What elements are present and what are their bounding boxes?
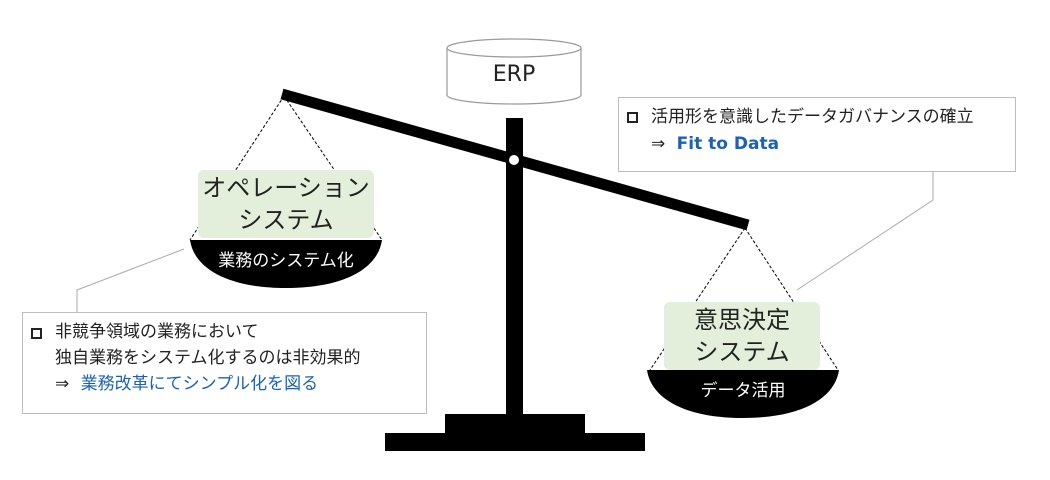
left-callout-arrow: ⇒: [55, 374, 70, 394]
decision-system-box: 意思決定 システム: [664, 302, 820, 370]
right-callout-arrow: ⇒: [651, 134, 666, 154]
right-callout: 活用形を意識したデータガバナンスの確立 ⇒ Fit to Data: [618, 97, 1016, 172]
left-pan-label: 業務のシステム化: [218, 251, 354, 271]
right-callout-line-1: 活用形を意識したデータガバナンスの確立: [651, 107, 974, 127]
erp-label: ERP: [492, 62, 536, 87]
left-callout: 非競争領域の業務において 独自業務をシステム化するのは非効果的 ⇒ 業務改革にて…: [22, 312, 427, 414]
scale-base: [385, 433, 645, 451]
scale-base-step: [445, 414, 585, 434]
left-callout-bullet-icon: [31, 328, 42, 339]
decision-system-line-2: システム: [694, 338, 790, 366]
right-callout-line-2: ⇒ Fit to Data: [651, 131, 779, 157]
operation-system-box: オペレーション システム: [198, 170, 374, 238]
right-callout-bullet-icon: [627, 112, 638, 123]
left-pan: [190, 240, 382, 288]
left-callout-emphasis: 業務改革にてシンプル化を図る: [80, 374, 319, 394]
scale-post: [506, 118, 523, 416]
erp-database-cylinder: [446, 38, 582, 105]
left-callout-connector: [76, 248, 185, 312]
right-pan: [647, 370, 839, 418]
operation-system-line-2: システム: [238, 206, 334, 234]
right-callout-connector: [796, 171, 934, 291]
left-callout-line-3: ⇒ 業務改革にてシンプル化を図る: [55, 371, 318, 397]
left-callout-line-1: 非競争領域の業務において: [55, 322, 259, 342]
right-pan-label: データ活用: [700, 381, 786, 401]
right-callout-emphasis: Fit to Data: [676, 134, 780, 154]
scale-pivot: [509, 155, 519, 165]
operation-system-line-1: オペレーション: [202, 174, 370, 202]
decision-system-line-1: 意思決定: [694, 306, 790, 334]
left-callout-line-2: 独自業務をシステム化するのは非効果的: [55, 348, 361, 368]
